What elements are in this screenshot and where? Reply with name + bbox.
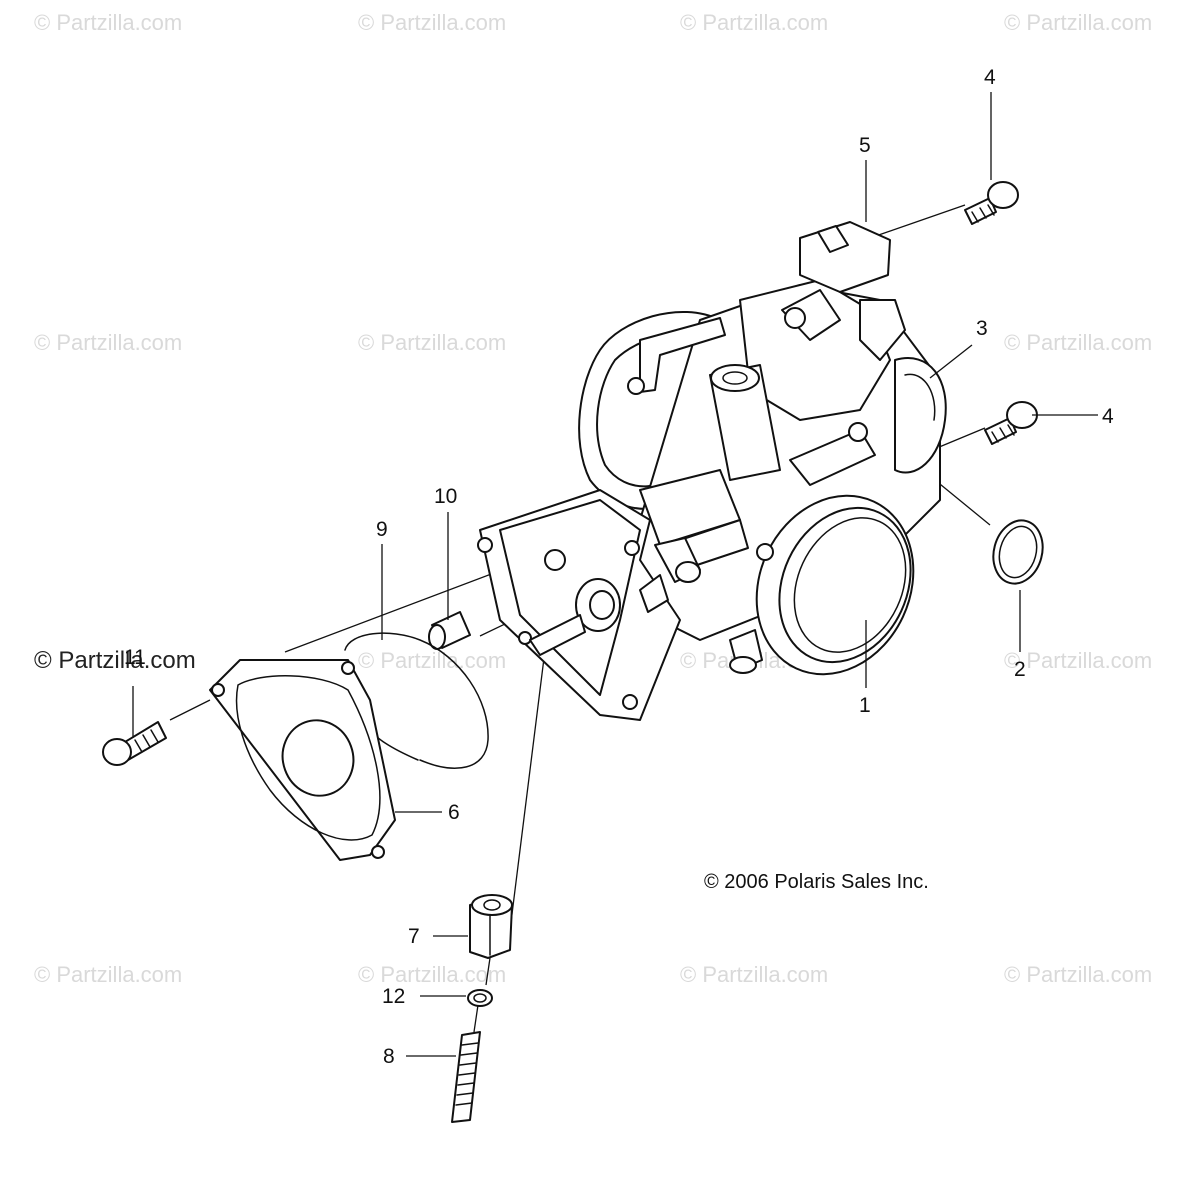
- part-11-screw: [102, 721, 167, 766]
- callout-10: 10: [434, 485, 457, 508]
- watermark: © Partzilla.com: [680, 10, 828, 35]
- copyright-notice: © 2006 Polaris Sales Inc.: [704, 871, 929, 893]
- watermark: © Partzilla.com: [358, 330, 506, 355]
- part-10-dowel: [428, 611, 471, 650]
- part-8-stud: [451, 1031, 481, 1123]
- watermark: © Partzilla.com: [34, 647, 196, 674]
- watermark: © Partzilla.com: [34, 962, 182, 987]
- watermark: © Partzilla.com: [1004, 330, 1152, 355]
- watermark: © Partzilla.com: [34, 330, 182, 355]
- watermark: © Partzilla.com: [1004, 962, 1152, 987]
- part-7-spacer: [469, 894, 513, 959]
- watermark: © Partzilla.com: [358, 962, 506, 987]
- callout-1: 1: [859, 694, 871, 717]
- callout-12: 12: [382, 985, 405, 1008]
- watermark: © Partzilla.com: [1004, 10, 1152, 35]
- callout-5: 5: [859, 134, 871, 157]
- callout-7: 7: [408, 925, 420, 948]
- callout-6: 6: [448, 801, 460, 824]
- callout-9: 9: [376, 518, 388, 541]
- watermark: © Partzilla.com: [680, 962, 828, 987]
- watermark: © Partzilla.com: [358, 648, 506, 673]
- throttle-body-housing: [477, 221, 947, 721]
- callout-2: 2: [1014, 658, 1026, 681]
- part-12-washer: [467, 989, 493, 1007]
- callout-11: 11: [124, 646, 146, 669]
- part-4-screw-top: [964, 181, 1019, 225]
- callout-4-right: 4: [1102, 405, 1114, 428]
- callout-4-top: 4: [984, 66, 996, 89]
- part-6-cover-plate: [209, 659, 396, 861]
- watermark: © Partzilla.com: [34, 10, 182, 35]
- callout-leaders: [132, 92, 1098, 1057]
- watermark-grid: © Partzilla.com © Partzilla.com © Partzi…: [34, 10, 1152, 987]
- callout-3: 3: [976, 317, 988, 340]
- part-4-screw-right: [984, 401, 1038, 445]
- watermark: © Partzilla.com: [1004, 648, 1152, 673]
- part-2-o-ring: [992, 519, 1044, 585]
- callout-labels: 1 2 3 4 4 5 6 7 8 9 10 11 12: [124, 66, 1114, 1068]
- watermark: © Partzilla.com: [358, 10, 506, 35]
- callout-8: 8: [383, 1045, 395, 1068]
